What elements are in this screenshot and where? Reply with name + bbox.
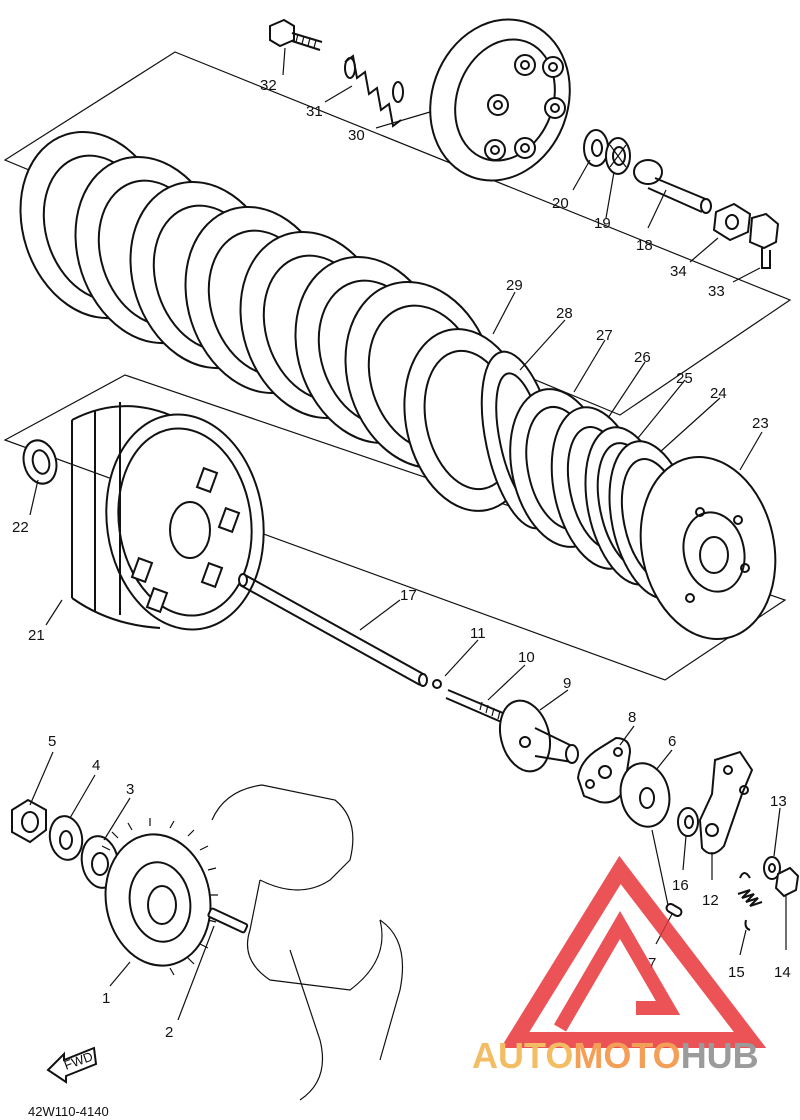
part-20-washer: [583, 129, 609, 167]
part-17-push-rod: [238, 573, 428, 687]
fwd-direction-marker: FWD: [46, 1046, 98, 1084]
callout-21: 21: [28, 627, 45, 644]
part-22-circlip: [22, 439, 58, 485]
callout-20: 20: [552, 195, 569, 212]
callout-26: 26: [634, 349, 651, 366]
callout-31: 31: [306, 103, 323, 120]
callout-10: 10: [518, 649, 535, 666]
callout-25: 25: [676, 370, 693, 387]
part-18-push-rod: [633, 159, 712, 214]
brand-hub: HUB: [681, 1035, 759, 1076]
callout-14: 14: [774, 964, 791, 981]
part-34-nut: [712, 202, 752, 242]
callout-labels: 1 2 3 4 5 6 7 8 9 10 11 12 13 14 15 16 1…: [12, 77, 791, 1041]
callout-28: 28: [556, 305, 573, 322]
part-number-code: 42W110-4140: [28, 1104, 109, 1119]
callout-27: 27: [596, 327, 613, 344]
part-19-bearing: [605, 137, 631, 175]
leader-lines: [29, 47, 787, 1021]
part-23-clutch-boss: [639, 455, 777, 641]
part-1-primary-drive-gear: [101, 818, 218, 976]
lower-hub-group-frame: [3, 374, 787, 681]
part-30-pressure-plate: [429, 18, 571, 182]
part-33-lock-washer: [748, 212, 780, 269]
callout-23: 23: [752, 415, 769, 432]
brand-auto: AUTO: [472, 1035, 573, 1076]
part-16-bearing: [677, 807, 699, 837]
callout-4: 4: [92, 757, 100, 774]
callout-13: 13: [770, 793, 787, 810]
part-5-nut: [11, 798, 47, 844]
callout-8: 8: [628, 709, 636, 726]
callout-1: 1: [102, 990, 110, 1007]
part-11-ball: [432, 679, 442, 689]
callout-24: 24: [710, 385, 727, 402]
callout-2: 2: [165, 1024, 173, 1041]
automotohub-watermark: AUTOMOTOHUB: [472, 855, 767, 1076]
part-9-push-lever-holder: [499, 699, 579, 773]
part-21-clutch-housing: [71, 402, 265, 631]
callout-16: 16: [672, 877, 689, 894]
callout-3: 3: [126, 781, 134, 798]
part-8-plate: [576, 736, 632, 804]
part-13-washer: [763, 856, 781, 880]
part-15-spring: [737, 872, 763, 931]
part-32-bolt: [269, 18, 323, 51]
part-31-spring: [344, 54, 404, 128]
callout-7: 7: [648, 955, 656, 972]
part-4-lock-washer: [48, 815, 84, 861]
callout-9: 9: [563, 675, 571, 692]
part-6-oil-seal: [619, 762, 671, 828]
callout-33: 33: [708, 283, 725, 300]
callout-32: 32: [260, 77, 277, 94]
part-10-push-rod: [445, 689, 511, 725]
callout-15: 15: [728, 964, 745, 981]
crankshaft-phantom: [211, 784, 403, 1101]
callout-11: 11: [470, 625, 486, 642]
part-14-nut: [774, 866, 800, 898]
callout-18: 18: [636, 237, 653, 254]
callout-19: 19: [594, 215, 611, 232]
callout-12: 12: [702, 892, 719, 909]
callout-17: 17: [400, 587, 417, 604]
callout-29: 29: [506, 277, 523, 294]
callout-5: 5: [48, 733, 56, 750]
part-2-key: [207, 907, 249, 934]
callout-30: 30: [348, 127, 365, 144]
svg-text:AUTOMOTOHUB: AUTOMOTOHUB: [472, 1035, 759, 1076]
part-12-push-lever: [698, 750, 754, 855]
callout-22: 22: [12, 519, 29, 536]
triangle-logo-icon: [500, 855, 767, 1048]
brand-moto: MOTO: [573, 1035, 680, 1076]
part-7-pin: [665, 903, 683, 917]
callout-34: 34: [670, 263, 687, 280]
callout-6: 6: [668, 733, 676, 750]
